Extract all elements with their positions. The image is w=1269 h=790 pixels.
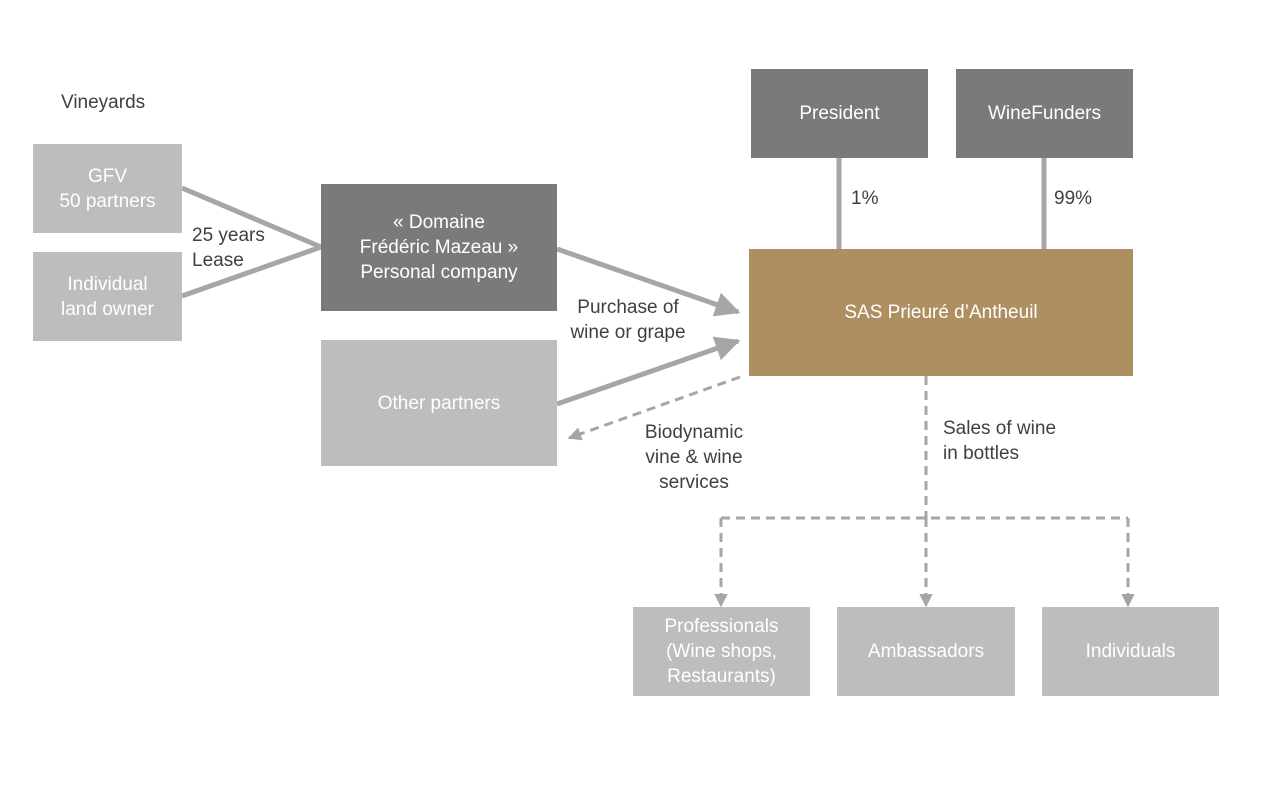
other-partners-box: Other partners <box>321 340 557 466</box>
domaine-box: « Domaine Frédéric Mazeau » Personal com… <box>321 184 557 311</box>
winefunders-share-label: 99% <box>1054 188 1093 209</box>
sas-box: SAS Prieuré d’Antheuil <box>749 249 1133 376</box>
gfv-box: GFV 50 partners <box>33 144 182 233</box>
individual-land-owner-box: Individual land owner <box>33 252 182 341</box>
purchase-arrow-other-partners <box>556 336 741 407</box>
purchase-label: Purchase of wine or grape <box>570 297 686 343</box>
sales-label: Sales of wine in bottles <box>943 418 1057 464</box>
purchase-arrow-domaine <box>556 246 741 317</box>
president-box: President <box>751 69 928 158</box>
individuals-box: Individuals <box>1042 607 1219 696</box>
lease-connector-gfv <box>181 185 322 250</box>
professionals-box: Professionals (Wine shops, Restaurants) <box>633 607 810 696</box>
ambassadors-box: Ambassadors <box>837 607 1015 696</box>
biodynamic-label: Biodynamic vine & wine services <box>644 422 744 493</box>
vineyards-heading: Vineyards <box>61 92 146 113</box>
lease-connector-land-owner <box>181 244 322 299</box>
president-share-label: 1% <box>851 188 879 209</box>
winefunders-box: WineFunders <box>956 69 1133 158</box>
services-arrow <box>567 375 741 441</box>
lease-label: 25 years Lease <box>192 225 265 271</box>
